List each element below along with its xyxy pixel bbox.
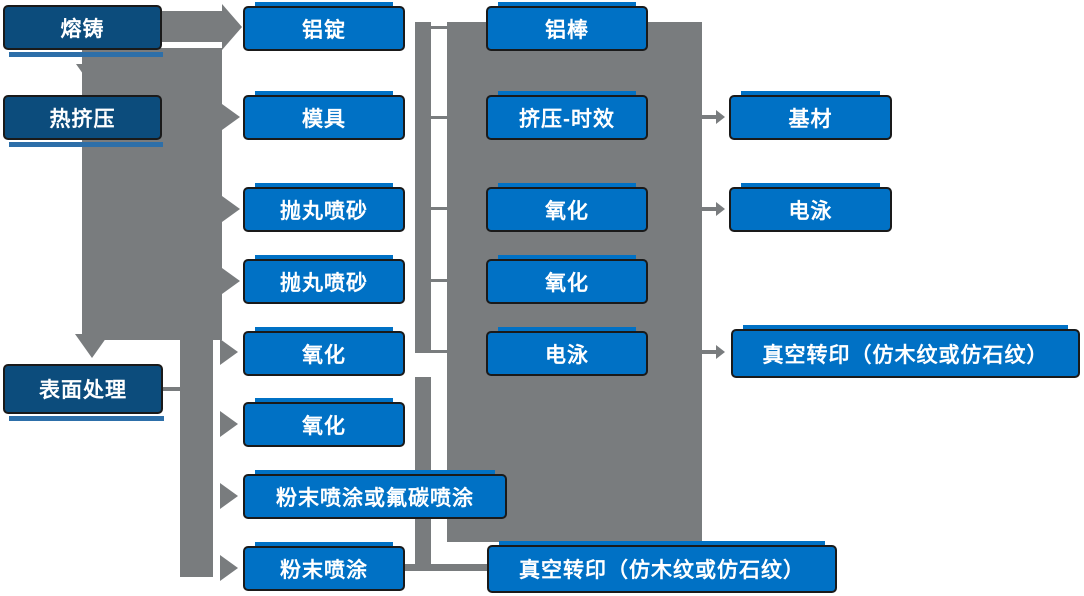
arrow-shaft-melting-to-ingot — [162, 11, 222, 42]
connector-tick-row5 — [431, 350, 447, 353]
arrow-right-to-shot-blasting-1-icon — [222, 196, 240, 222]
connector-surface-treatment-link — [163, 387, 181, 391]
arrow-shaft-to-vacuum-transfer — [702, 350, 717, 354]
node-oxidation-d[interactable]: 氧化 — [486, 255, 648, 304]
node-aluminum-ingot[interactable]: 铝锭 — [243, 2, 405, 51]
arrow-shaft-to-substrate — [702, 115, 717, 119]
arrow-right-to-oxidation-1-icon — [220, 339, 238, 365]
node-oxidation-c[interactable]: 氧化 — [486, 183, 648, 232]
arrow-down-to-hot-extrusion-icon — [76, 64, 110, 88]
connector-left-lower-strip — [180, 336, 213, 577]
node-shot-blasting-1[interactable]: 抛丸喷砂 — [243, 183, 405, 232]
node-extrusion-aging[interactable]: 挤压-时效 — [486, 91, 648, 140]
node-oxidation-b[interactable]: 氧化 — [243, 398, 405, 447]
node-shot-blasting-2[interactable]: 抛丸喷砂 — [243, 255, 405, 304]
node-surface-treatment[interactable]: 表面处理 — [3, 364, 164, 421]
node-hot-extrusion[interactable]: 热挤压 — [3, 95, 163, 147]
node-powder-or-fluorocarbon-coating[interactable]: 粉末喷涂或氟碳喷涂 — [243, 470, 507, 519]
arrow-right-to-powder-fluorocarbon-icon — [220, 483, 238, 509]
node-electrophoresis-mid[interactable]: 电泳 — [486, 327, 648, 376]
arrow-shaft-to-electrophoresis — [702, 207, 717, 211]
arrow-right-to-mold-icon — [222, 104, 240, 130]
connector-tick-row2 — [431, 116, 447, 119]
node-electrophoresis-out[interactable]: 电泳 — [729, 183, 892, 232]
connector-tick-row3 — [431, 207, 447, 210]
connector-middle-bar-upper — [415, 22, 431, 353]
arrow-down-to-surface-treatment-icon — [75, 334, 109, 358]
node-oxidation-a[interactable]: 氧化 — [243, 327, 405, 376]
connector-tick-row1 — [431, 26, 447, 29]
node-vacuum-transfer-bottom[interactable]: 真空转印（仿木纹或仿石纹） — [487, 541, 837, 593]
arrow-right-to-oxidation-2-icon — [220, 411, 238, 437]
arrow-right-to-electrophoresis-icon — [716, 202, 725, 216]
node-vacuum-transfer-right[interactable]: 真空转印（仿木纹或仿石纹） — [731, 325, 1080, 378]
arrow-right-to-shot-blasting-2-icon — [222, 268, 240, 294]
connector-left-band — [82, 48, 222, 340]
node-mold[interactable]: 模具 — [243, 91, 405, 140]
arrow-right-to-ingot-icon — [222, 4, 242, 50]
connector-tick-row4 — [431, 279, 447, 282]
arrow-right-to-powder-coating-icon — [220, 555, 238, 581]
arrow-right-to-vacuum-transfer-icon — [716, 345, 725, 359]
node-substrate[interactable]: 基材 — [729, 91, 892, 140]
arrow-right-to-substrate-icon — [716, 110, 725, 124]
node-aluminum-rod[interactable]: 铝棒 — [486, 2, 648, 51]
connector-bottom-link — [405, 564, 487, 571]
node-powder-coating[interactable]: 粉末喷涂 — [243, 542, 405, 591]
node-melting-cast[interactable]: 熔铸 — [3, 5, 163, 57]
